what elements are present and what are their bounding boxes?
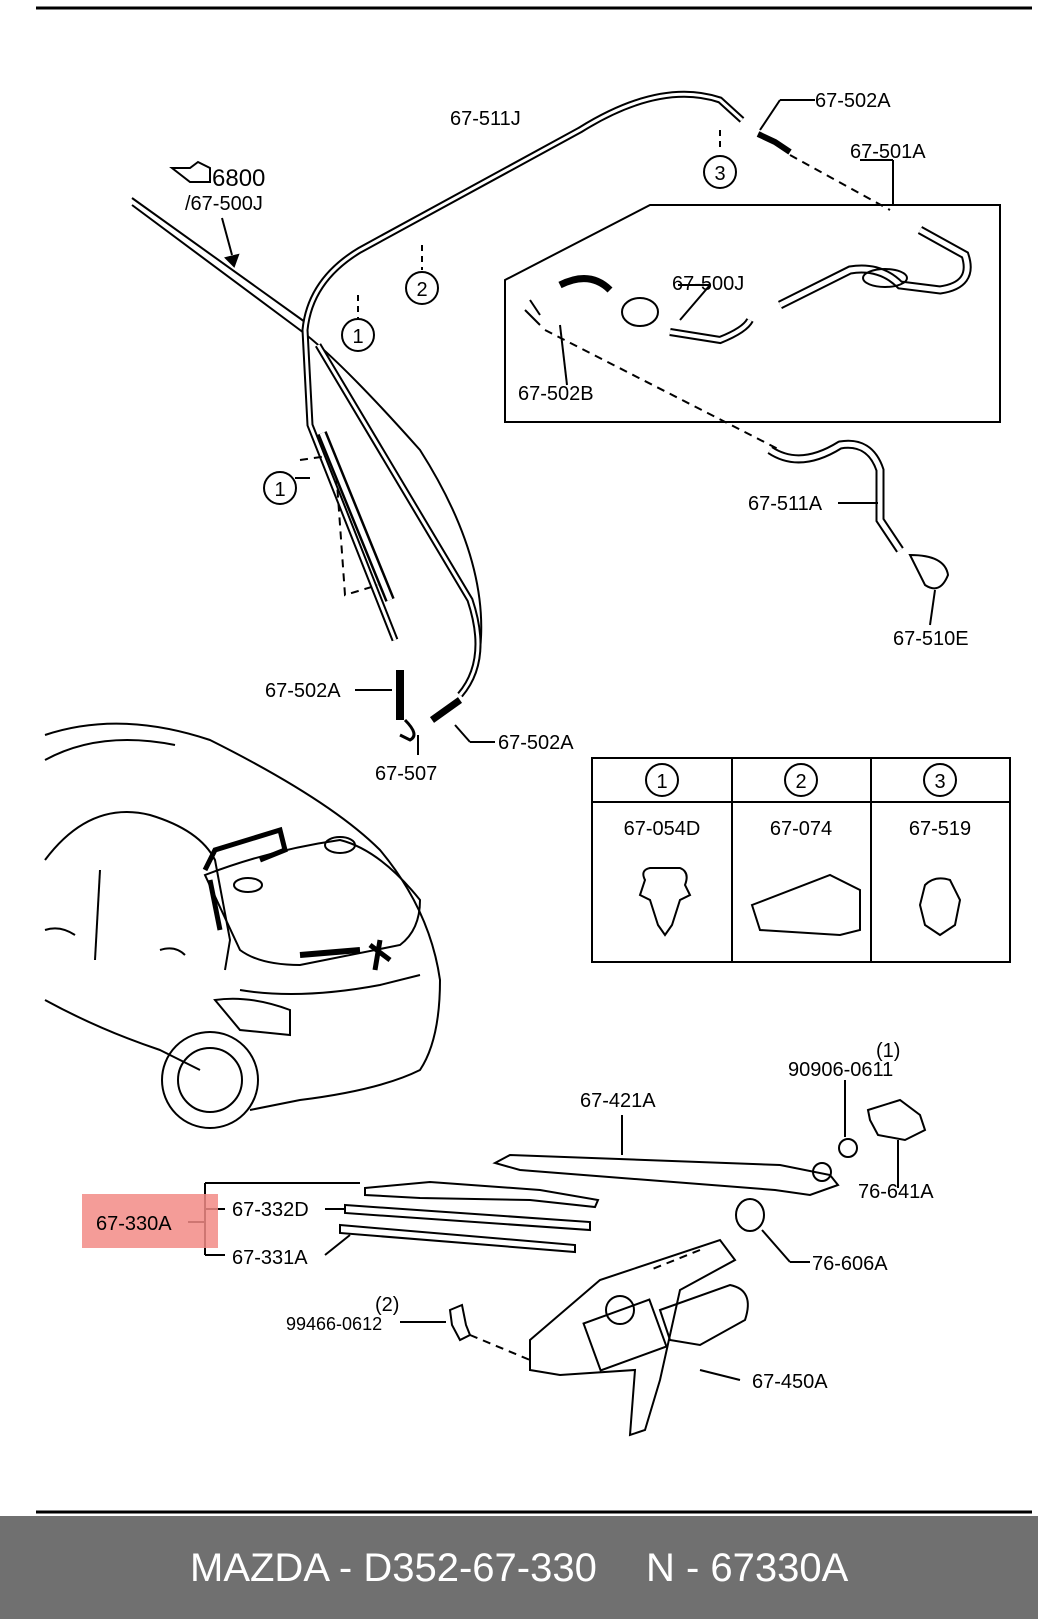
callout-1-top xyxy=(341,318,375,352)
part-67-502B-label: 67-502B xyxy=(518,383,594,405)
part-67-331A-label: 67-331A xyxy=(232,1247,308,1269)
legend-2-num: 2 xyxy=(795,771,806,793)
part-90906-0611-label: 90906-0611 xyxy=(788,1059,893,1081)
part-67-450A-label: 67-450A xyxy=(752,1371,828,1393)
callout-2 xyxy=(405,271,439,305)
callout-3-text: 3 xyxy=(714,163,725,185)
part-67-502A-right-label: 67-502A xyxy=(498,732,574,754)
callout-1-mid xyxy=(263,471,297,505)
part-67-511A-label: 67-511A xyxy=(748,493,823,515)
parts-diagram: 3 2 1 1 6800 /67-500J 67-511J 67-502A 67… xyxy=(36,6,1032,1514)
part-76-606A-label: 76-606A xyxy=(812,1253,888,1275)
callout-circles xyxy=(263,155,737,505)
part-67-511J-label: 67-511J xyxy=(450,108,521,130)
washer-hose-group xyxy=(131,90,1001,755)
part-76-641A-label: 76-641A xyxy=(858,1181,934,1203)
pointer-hand-icon xyxy=(169,160,211,183)
part-67-330A-label: 67-330A xyxy=(96,1213,172,1235)
wiper-assembly xyxy=(188,1080,927,1437)
part-67-500J-label: 67-500J xyxy=(672,273,744,295)
part-67-510E-label: 67-510E xyxy=(893,628,969,650)
part-99466-qty: (2) xyxy=(375,1294,399,1316)
callout-1-text: 1 xyxy=(352,326,363,348)
ref-6800-label: 6800 xyxy=(212,165,265,192)
legend-1-part: 67-054D xyxy=(624,818,701,840)
part-67-507-label: 67-507 xyxy=(375,763,437,785)
legend-2-part: 67-074 xyxy=(770,818,832,840)
car-outline xyxy=(44,722,442,1129)
ref-6800-sub-label: /67-500J xyxy=(185,193,263,215)
clip-icon-074 xyxy=(750,873,861,937)
legend-1-num: 1 xyxy=(656,771,667,793)
part-67-502A-left-label: 67-502A xyxy=(265,680,341,702)
part-67-421A-label: 67-421A xyxy=(580,1090,656,1112)
clip-icon-519 xyxy=(918,877,962,937)
footer-part-number: MAZDA - D352-67-330 xyxy=(190,1546,597,1590)
callout-2-text: 2 xyxy=(416,279,427,301)
part-90906-qty: (1) xyxy=(876,1040,900,1062)
highlight-box xyxy=(82,1194,218,1248)
part-67-502A-top-label: 67-502A xyxy=(815,90,891,112)
footer-bar: MAZDA - D352-67-330 N - 67330A xyxy=(0,1516,1038,1619)
callout-numbers: 3 2 1 1 xyxy=(274,163,725,501)
clip-legend-table xyxy=(591,757,1011,963)
part-67-332D-label: 67-332D xyxy=(232,1199,309,1221)
clip-icon-054D xyxy=(638,867,692,937)
part-67-501A-label: 67-501A xyxy=(850,141,926,163)
part-99466-0612-label: 99466-0612 xyxy=(286,1314,382,1334)
legend-3-num: 3 xyxy=(934,771,945,793)
callout-3-top xyxy=(703,155,737,189)
footer-alt-number: N - 67330A xyxy=(646,1546,849,1590)
callout-1-text-b: 1 xyxy=(274,479,285,501)
legend-3-part: 67-519 xyxy=(909,818,971,840)
